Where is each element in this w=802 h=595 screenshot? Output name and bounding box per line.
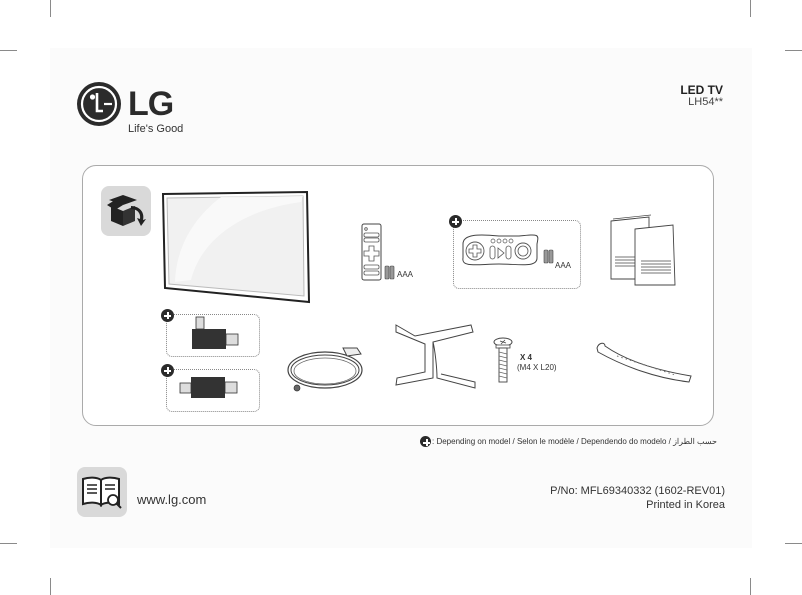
crop-mark [785, 50, 802, 51]
optional-plus-icon [161, 364, 174, 377]
brand-tagline: Life's Good [128, 123, 184, 135]
part-number: P/No: MFL69340332 (1602-REV01) [550, 485, 725, 497]
crop-mark [750, 578, 751, 595]
screw-spec: (M4 X L20) [517, 363, 557, 372]
product-model: LH54** [688, 96, 723, 108]
tv-illustration [161, 190, 311, 310]
remote-control-icon [360, 223, 400, 288]
crop-mark [0, 50, 17, 51]
crop-mark [0, 543, 17, 544]
optional-plus-icon [420, 436, 431, 447]
crop-mark [785, 543, 802, 544]
screw-icon [493, 336, 515, 391]
magic-remote-icon [459, 228, 579, 283]
optional-plus-icon [449, 215, 462, 228]
antenna-adapter-straight-icon [179, 375, 240, 410]
battery-label: AAA [555, 261, 572, 270]
optional-item-frame [453, 220, 581, 289]
antenna-adapter-angled-icon [190, 316, 240, 360]
optional-item-frame [166, 314, 260, 357]
cable-holder-icon [595, 340, 695, 390]
screw-quantity: X 4 [520, 353, 533, 362]
depending-on-model-note: : Depending on model / Selon le modèle /… [432, 437, 717, 446]
unpack-box-icon [101, 186, 151, 236]
crop-mark [750, 0, 751, 17]
optional-item-frame [166, 369, 260, 412]
lg-logo-icon [77, 82, 121, 126]
website-link[interactable]: www.lg.com [137, 492, 207, 507]
printed-in: Printed in Korea [646, 499, 725, 511]
manual-search-icon [77, 467, 127, 517]
crop-mark [50, 0, 51, 17]
owners-manual-icon [607, 213, 682, 293]
optional-plus-icon [161, 309, 174, 322]
power-cord-icon [285, 340, 370, 405]
brand-name: LG [128, 85, 174, 123]
product-title: LED TV [680, 83, 723, 97]
crop-mark [50, 578, 51, 595]
battery-label: AAA [397, 270, 414, 279]
stand-base-icon [393, 320, 478, 395]
